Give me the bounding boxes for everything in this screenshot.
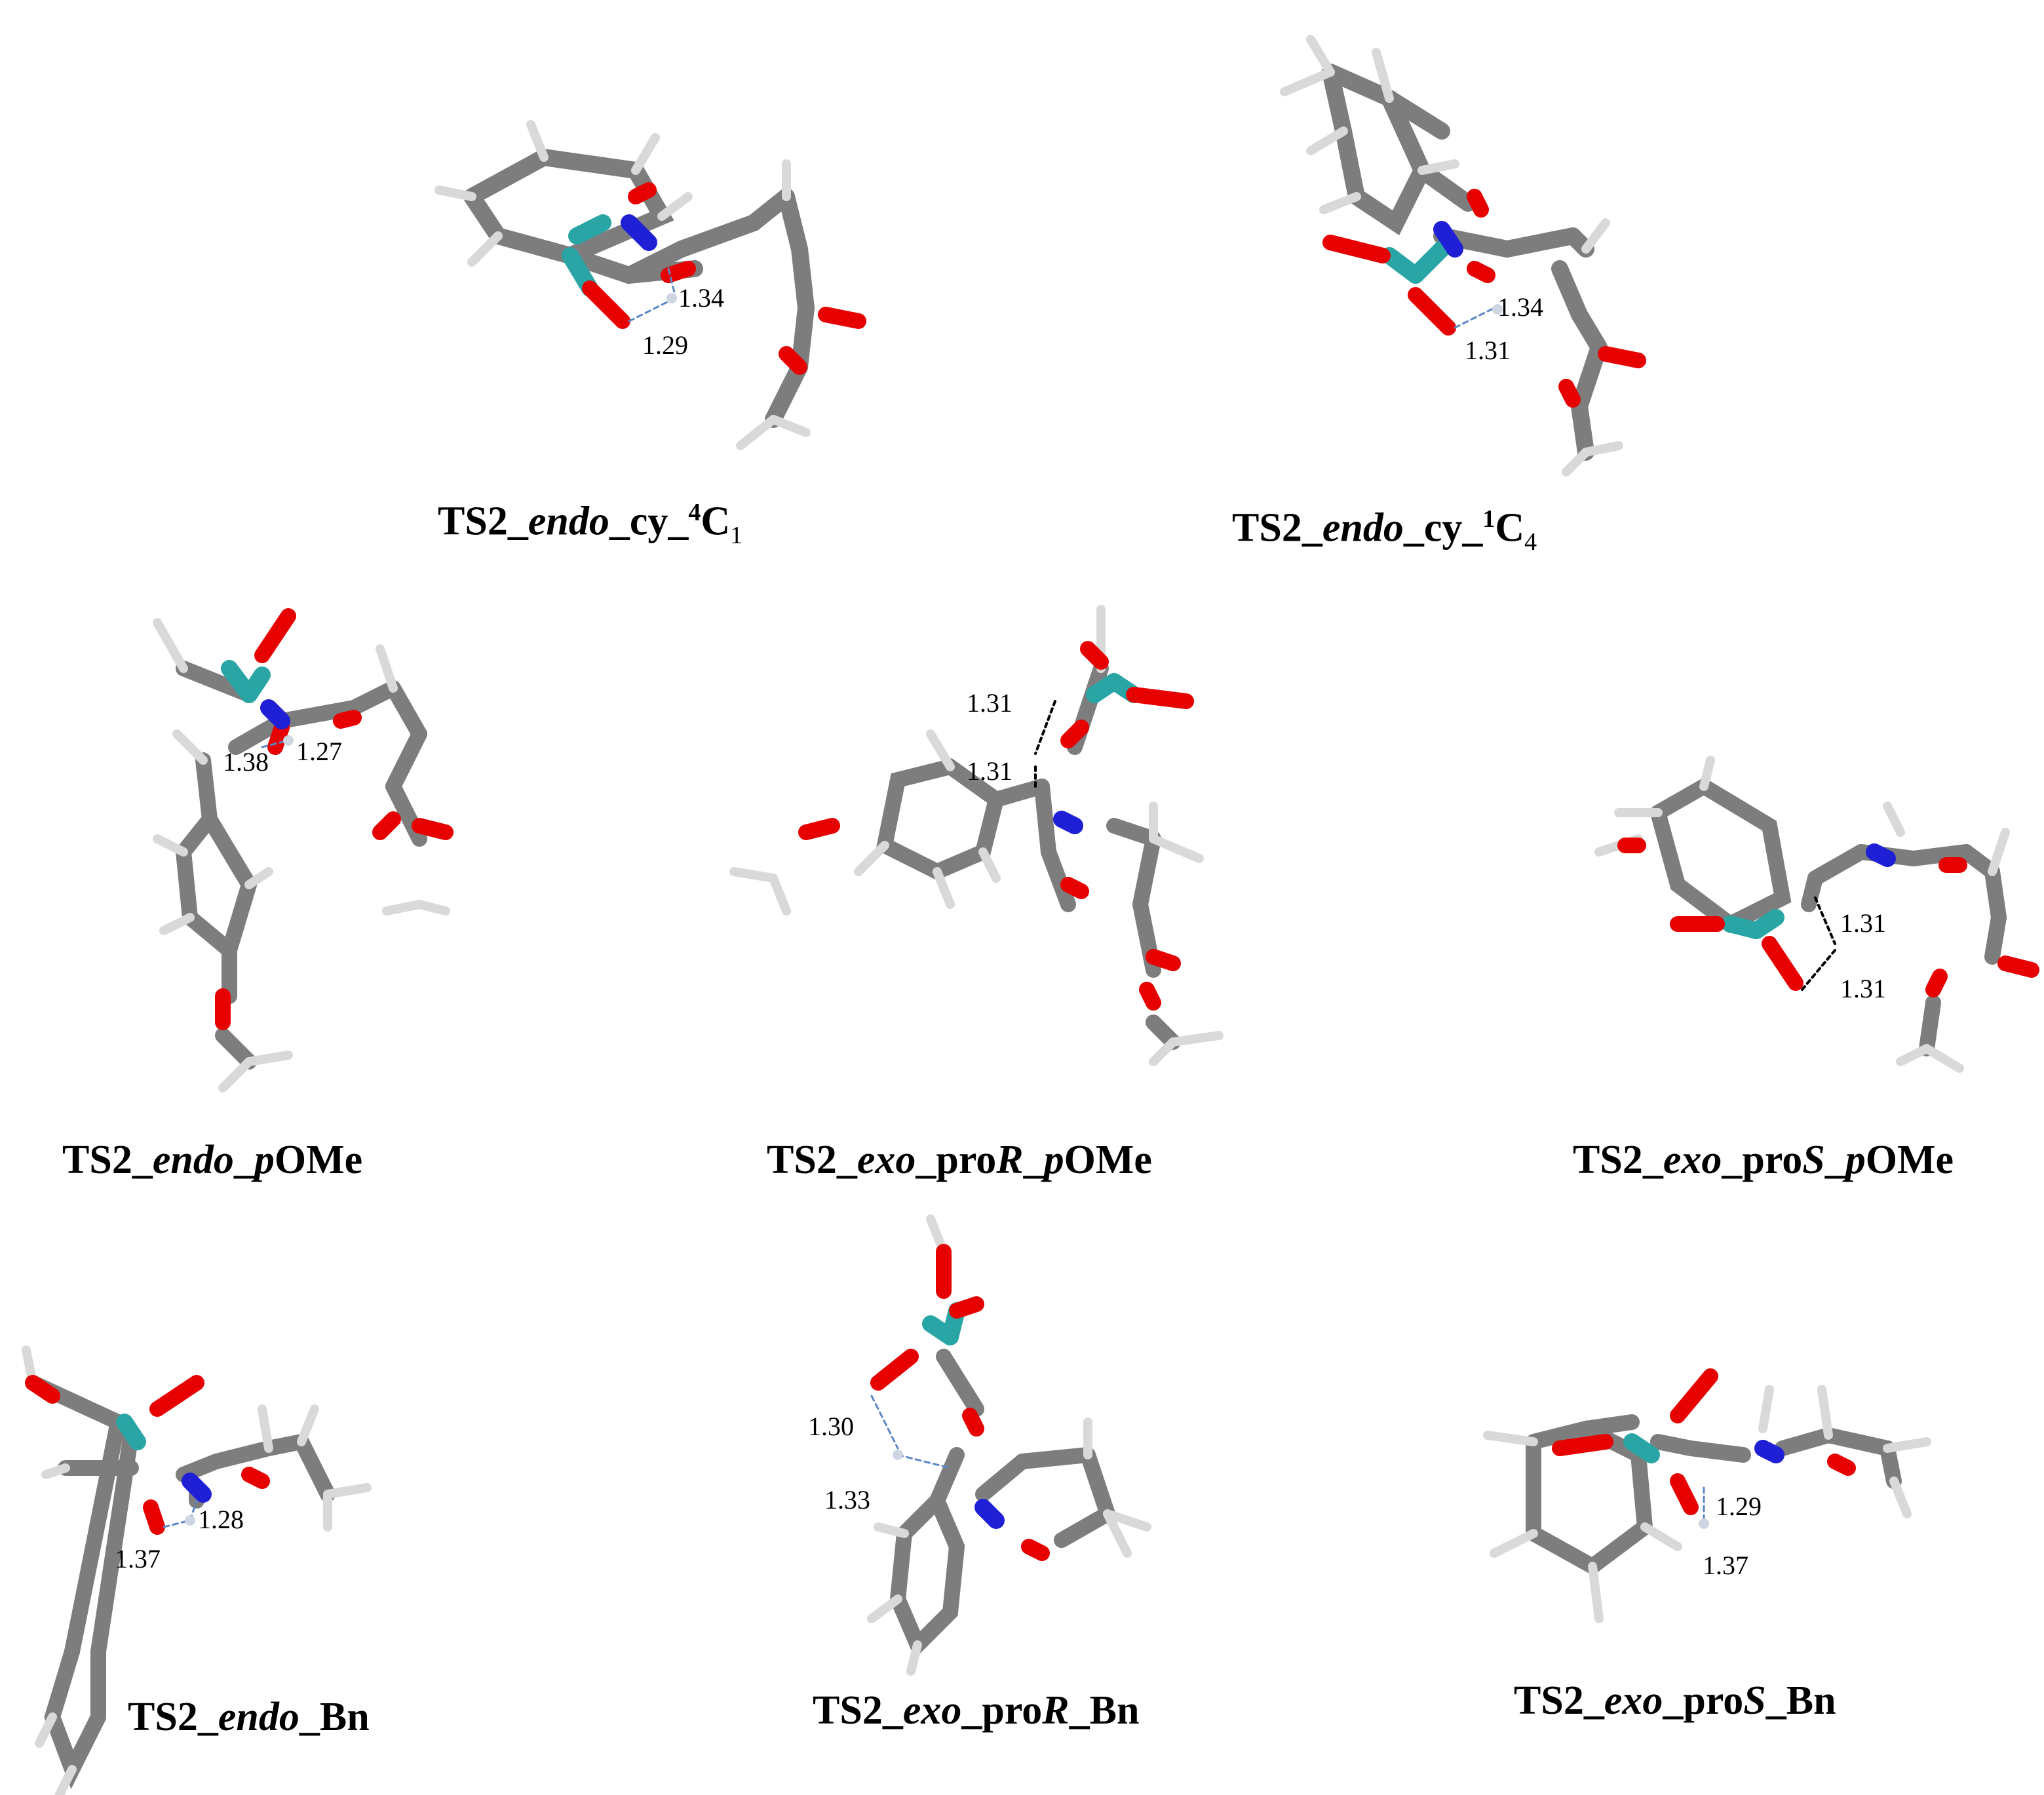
caption-text: TS2_ (438, 499, 528, 544)
caption-endo-cy-4c1: TS2_endo_cy_4C1 (438, 498, 742, 550)
distance-label: 1.34 (678, 283, 724, 313)
caption-italic: exo (1604, 1678, 1663, 1723)
caption-text: TS2_ (813, 1688, 903, 1733)
caption-text: _cy_ (1403, 505, 1483, 550)
caption-text: TS2_ (1573, 1138, 1663, 1182)
caption-italic: endo (218, 1695, 299, 1739)
distance-label: 1.31 (1840, 974, 1886, 1003)
caption-italic: exo (1663, 1138, 1722, 1182)
caption-text: TS2_ (128, 1695, 218, 1739)
caption-text: TS2_ (1232, 505, 1322, 550)
caption-text: OMe (1064, 1138, 1152, 1182)
caption-endo-pome: TS2_endo_pOMe (62, 1137, 362, 1184)
caption-endo-bn: TS2_endo_Bn (128, 1694, 370, 1741)
caption-text: _cy_ (609, 499, 689, 544)
caption-endo-cy-1c4: TS2_endo_cy_1C4 (1232, 505, 1537, 556)
caption-text: TS2_ (1514, 1678, 1604, 1723)
caption-text: OMe (274, 1138, 363, 1182)
caption-exo-pros-pome: TS2_exo_proS_pOMe (1573, 1137, 1954, 1184)
caption-italic: p (254, 1138, 275, 1182)
caption-italic: exo (857, 1138, 916, 1182)
caption-italic: R (996, 1138, 1024, 1182)
caption-text: _Bn (299, 1695, 370, 1739)
molecule-endo-bn (22, 1345, 372, 1795)
caption-subscript: 4 (1524, 528, 1537, 556)
distance-label: 1.31 (967, 756, 1012, 786)
caption-italic: R (1042, 1688, 1070, 1733)
caption-italic: exo (902, 1688, 962, 1733)
caption-text: _Bn (1069, 1688, 1140, 1733)
distance-label: 1.28 (198, 1505, 244, 1534)
caption-exo-pros-bn: TS2_exo_proS_Bn (1514, 1678, 1836, 1724)
distance-label: 1.27 (296, 737, 342, 766)
distance-label: 1.37 (115, 1544, 161, 1573)
distance-label: 1.34 (1497, 292, 1543, 322)
caption-text: _pro (1663, 1678, 1744, 1723)
caption-text: C (701, 499, 731, 544)
molecule-endo-cy-4c1 (434, 120, 866, 450)
molecule-exo-pror-pome (729, 605, 1224, 1066)
caption-text: _pro (916, 1138, 997, 1182)
molecule-exo-pros-pome (1594, 756, 2039, 1073)
caption-text: _pro (1722, 1138, 1803, 1182)
caption-superscript: 1 (1482, 505, 1495, 533)
molecule-exo-pros-bn (1483, 1368, 1931, 1623)
distance-label: 1.31 (967, 688, 1012, 718)
distance-label: 1.38 (223, 747, 269, 777)
distance-label: 1.31 (1465, 336, 1511, 365)
caption-exo-pror-bn: TS2_exo_proR_Bn (813, 1688, 1139, 1734)
caption-text: _ (1824, 1138, 1845, 1182)
distance-label: 1.29 (642, 330, 688, 360)
caption-superscript: 4 (688, 499, 701, 526)
caption-text: _pro (961, 1688, 1043, 1733)
caption-italic: p (1845, 1138, 1866, 1182)
molecule-endo-pome (153, 608, 453, 1092)
caption-italic: endo (152, 1138, 234, 1182)
distance-label: 1.37 (1703, 1551, 1748, 1580)
molecule-endo-cy-1c4 (1280, 35, 1646, 476)
caption-text: _Bn (1765, 1678, 1836, 1723)
distance-label: 1.29 (1716, 1492, 1762, 1521)
distance-label: 1.30 (808, 1412, 854, 1441)
caption-italic: S (1743, 1678, 1766, 1723)
molecule-exo-pror-bn (867, 1214, 1151, 1676)
caption-italic: endo (528, 499, 609, 544)
caption-subscript: 1 (730, 522, 743, 550)
caption-text: _ (1023, 1138, 1044, 1182)
caption-text: TS2_ (767, 1138, 857, 1182)
caption-text: C (1495, 505, 1525, 550)
caption-text: OMe (1865, 1138, 1954, 1182)
distance-label: 1.31 (1840, 908, 1886, 938)
distance-label: 1.33 (824, 1485, 870, 1515)
caption-exo-pror-pome: TS2_exo_proR_pOMe (767, 1137, 1152, 1184)
caption-italic: endo (1322, 505, 1404, 550)
caption-italic: p (1043, 1138, 1064, 1182)
caption-text: _ (233, 1138, 254, 1182)
caption-italic: S (1802, 1138, 1825, 1182)
caption-text: TS2_ (62, 1138, 153, 1182)
